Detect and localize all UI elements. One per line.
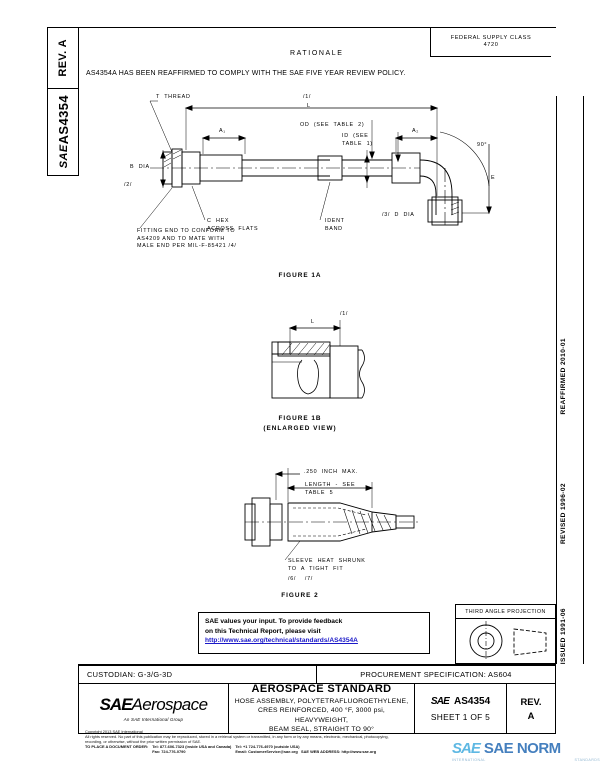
sae-mark-small: SAE (430, 695, 450, 707)
drawing-frame (78, 27, 556, 666)
hex-across-flats-callout: C HEX ACROSS FLATS (207, 218, 259, 232)
web-address: SAE WEB ADDRESS: http://www.sae.org (300, 749, 377, 755)
federal-supply-class-box: FEDERAL SUPPLY CLASS 4720 (430, 28, 551, 57)
feedback-line-2: on this Technical Report, please visit (205, 627, 321, 635)
logo-subtitle: An SAE International Group (123, 717, 184, 722)
logo-wordmark: SAE Aerospace (100, 695, 208, 715)
standard-title-line-3: BEAM SEAL, STRAIGHT TO 90° (269, 725, 374, 733)
revision-label: REV. (520, 695, 542, 707)
order-contact-table: TO PLACE A DOCUMENT ORDER: Tel: 877-606-… (85, 744, 380, 754)
sae-aerospace-logo: SAE Aerospace An SAE International Group (79, 684, 229, 733)
figure-1b-note-1: /1/ (340, 311, 349, 317)
copyright-line-3: recording, or otherwise, without the pri… (85, 739, 202, 745)
fitting-end-note: FITTING END TO CONFORM TO AS4209 AND TO … (137, 228, 237, 249)
standard-title-line-2: CRES REINFORCED, 400 °F, 3000 psi, HEAVY… (258, 707, 385, 724)
document-number-line: SAE AS4354 (431, 696, 490, 707)
b-dia-callout: B DIA (130, 164, 150, 170)
standard-title-line-1: HOSE ASSEMBLY, POLYTETRAFLUOROETHYLENE, (234, 697, 409, 705)
revision-cell: REV. A (507, 684, 555, 733)
id-table-callout: ID (SEE TABLE 1) (342, 133, 373, 147)
dimension-e-label: E (491, 175, 496, 181)
order-label-spacer (85, 749, 152, 754)
watermark-wordmark: SAE SAE NORM (452, 740, 600, 757)
third-angle-projection-label: THIRD ANGLE PROJECTION (456, 605, 555, 619)
rationale-heading: RATIONALE (290, 50, 344, 57)
od-table-callout: OD (SEE TABLE 2) (300, 122, 365, 128)
federal-supply-class-value: 4720 (483, 42, 499, 48)
revision-history-strip: ISSUED 1991-06 REVISED 1996-02 REAFFIRME… (556, 96, 584, 664)
watermark-subtitle: INTERNATIONAL STANDARDS (452, 758, 600, 762)
dimension-a1-label: A₁ (219, 128, 226, 134)
feedback-link[interactable]: http://www.sae.org/technical/standards/A… (205, 637, 358, 645)
fax-number: Fax: 724-776-0790 (152, 749, 186, 755)
watermark-sub-left: INTERNATIONAL (452, 758, 486, 762)
revision-value: A (527, 709, 535, 721)
tel-outside-usa: Tel: +1 724-776-4970 (outside USA) (235, 744, 300, 750)
feedback-line-1: SAE values your input. To provide feedba… (205, 618, 343, 625)
order-label: TO PLACE A DOCUMENT ORDER: (85, 744, 149, 750)
title-block: CUSTODIAN: G-3/G-3D PROCUREMENT SPECIFIC… (78, 664, 556, 734)
rationale-text: AS4354A HAS BEEN REAFFIRMED TO COMPLY WI… (86, 70, 406, 77)
figure-1b-subcaption: (ENLARGED VIEW) (263, 425, 337, 432)
standard-type-label: AEROSPACE STANDARD (251, 682, 392, 695)
dimension-l-label: L (307, 103, 311, 109)
third-angle-projection-symbol (469, 621, 547, 661)
tel-usa: Tel: 877-606-7323 (inside USA and Canada… (152, 744, 232, 750)
aerospace-logo-text: Aerospace (131, 695, 208, 714)
figure-1b-caption: FIGURE 1B (278, 415, 322, 422)
email-address: Email: CustomerService@sae.org (235, 749, 298, 755)
copyright-line-2: All rights reserved. No part of this pub… (85, 734, 389, 740)
watermark-sub-right: STANDARDS (574, 758, 600, 762)
ident-band-callout: IDENT BAND (325, 218, 345, 232)
procurement-specification-field: PROCUREMENT SPECIFICATION: AS604 (360, 669, 512, 679)
federal-supply-class-label: FEDERAL SUPPLY CLASS (450, 35, 532, 41)
custodian-field: CUSTODIAN: G-3/G-3D (79, 665, 317, 683)
angle-90-label: 90° (477, 142, 488, 148)
watermark-sae-text: SAE (452, 740, 481, 757)
sae-norm-watermark: SAE SAE NORM INTERNATIONAL STANDARDS (452, 740, 600, 774)
d-dia-callout: /3/ D DIA (382, 212, 415, 218)
document-number-text: AS4354 (454, 695, 491, 707)
watermark-norm-text: SAE NORM (483, 740, 561, 757)
third-angle-projection-box: THIRD ANGLE PROJECTION (455, 604, 556, 664)
note-2-callout: /2/ (124, 182, 133, 188)
dimension-a2-label: A₂ (412, 128, 420, 134)
figure-2-length-callout: LENGTH - SEE TABLE 5 (305, 482, 356, 496)
sae-logo-text: SAE (99, 695, 133, 714)
note-1-dim-l: /1/ (303, 94, 312, 100)
copyright-line-1: Copyright 2013 SAE International (85, 729, 143, 734)
thread-callout: T THREAD (156, 94, 191, 100)
document-number-tab: SAEAS4354 (47, 88, 79, 176)
revision-tab: REV. A (47, 27, 79, 89)
copyright-footer: Copyright 2013 SAE International All rig… (85, 729, 505, 754)
figure-2-max-dimension: .250 INCH MAX. (304, 469, 359, 475)
figure-2-notes: /6/ /7/ (288, 576, 313, 582)
figure-1b-dimension-l: L (311, 319, 315, 325)
sleeve-heat-shrunk-callout: SLEEVE HEAT SHRUNK TO A TIGHT FIT (288, 558, 366, 572)
figure-2-caption: FIGURE 2 (281, 592, 319, 599)
title-block-row-main: SAE Aerospace An SAE International Group… (79, 682, 555, 733)
figure-1a-caption: FIGURE 1A (278, 272, 322, 279)
standard-title-cell: AEROSPACE STANDARD HOSE ASSEMBLY, POLYTE… (229, 682, 415, 733)
title-block-row-custodian: CUSTODIAN: G-3/G-3D PROCUREMENT SPECIFIC… (79, 665, 555, 684)
email-and-web: Email: CustomerService@sae.org SAE WEB A… (235, 749, 380, 754)
document-number-cell: SAE AS4354 SHEET 1 OF 5 (415, 684, 507, 733)
sheet-number: SHEET 1 OF 5 (430, 711, 491, 722)
feedback-box: SAE values your input. To provide feedba… (198, 612, 430, 654)
